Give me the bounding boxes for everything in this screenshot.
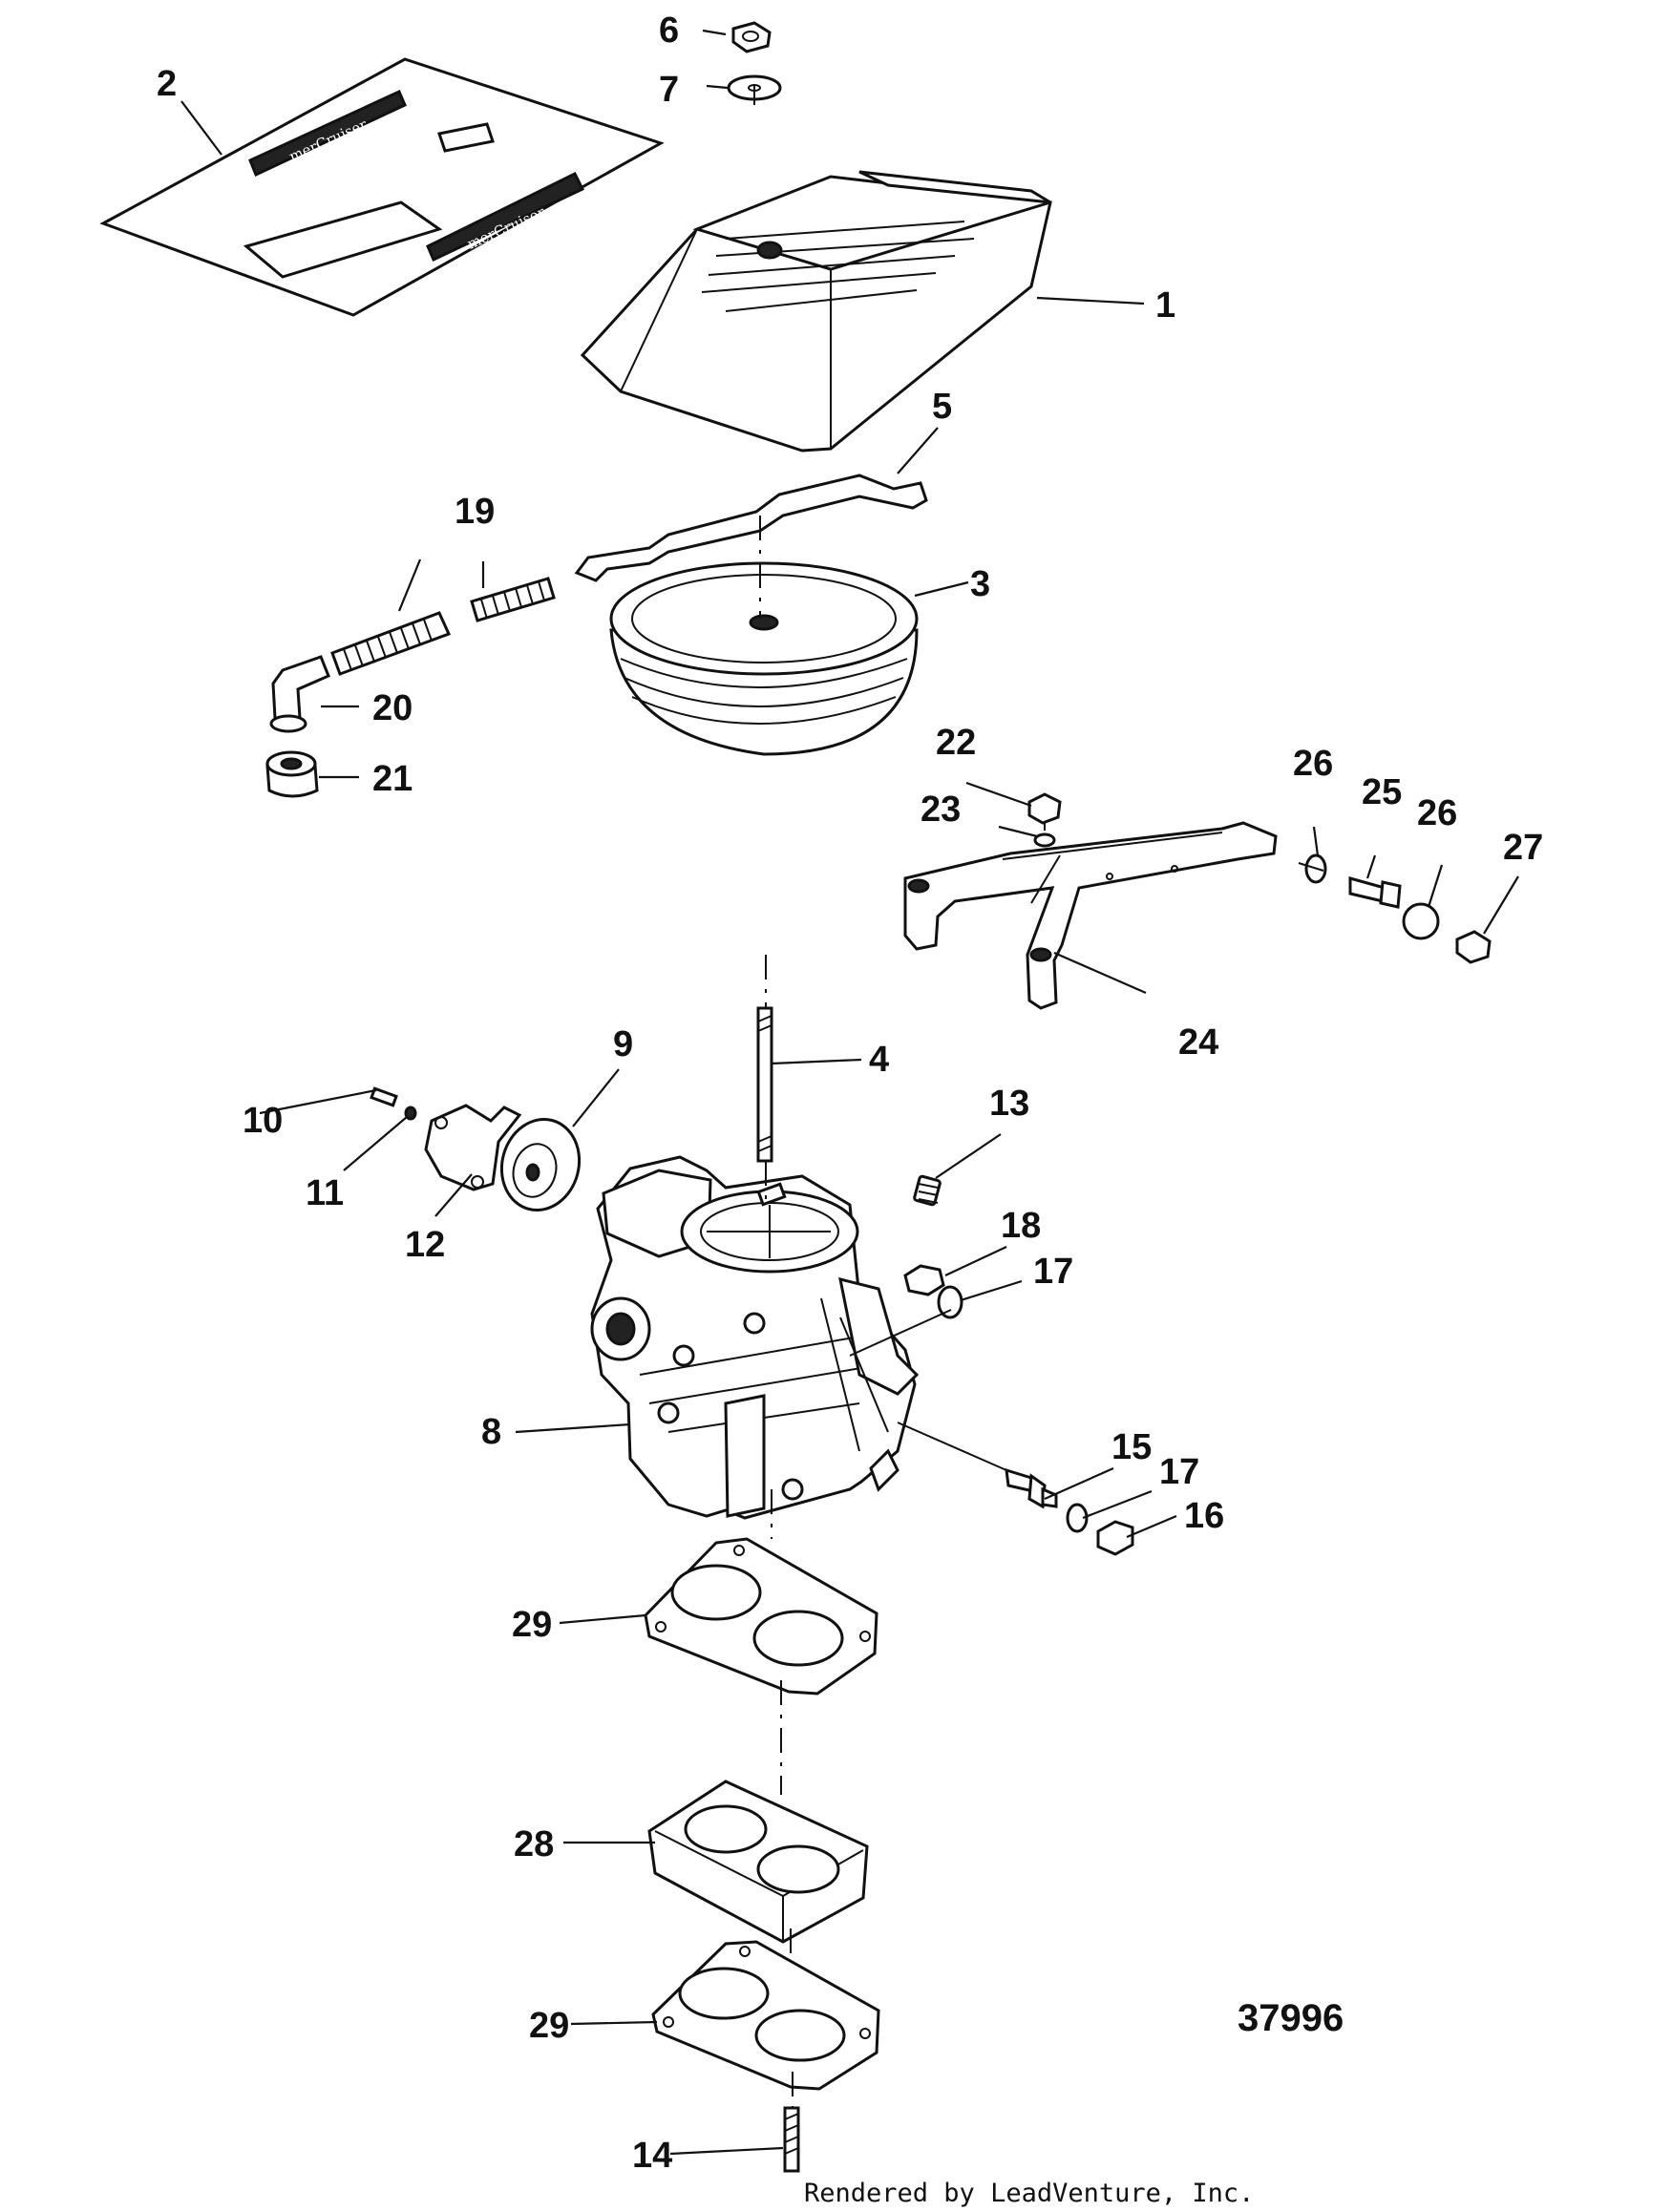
assembly-centerlines: [753, 84, 1324, 2108]
callout-16: 16: [1184, 1496, 1224, 1536]
vent-hoses: [330, 577, 556, 676]
callout-25: 25: [1362, 772, 1402, 812]
lower-nut: [1096, 1520, 1134, 1556]
callout-10: 10: [243, 1101, 283, 1141]
callout-28: 28: [514, 1824, 554, 1864]
callout-17b: 17: [1159, 1452, 1199, 1492]
callout-12: 12: [405, 1225, 445, 1265]
lower-stud: [783, 2106, 800, 2173]
callout-20: 20: [372, 688, 413, 728]
choke-diaphragm: [499, 1117, 582, 1212]
callout-27: 27: [1503, 828, 1543, 868]
choke-bracket: [424, 1104, 522, 1191]
callout-11: 11: [306, 1173, 344, 1213]
callout-26b: 26: [1417, 793, 1457, 833]
flame-arrestor: [609, 561, 919, 756]
callout-24: 24: [1178, 1022, 1218, 1063]
elbow-fitting: [269, 655, 330, 733]
callout-13: 13: [989, 1084, 1029, 1124]
callout-14: 14: [632, 2136, 672, 2176]
callout-23: 23: [921, 790, 961, 830]
lower-washer: [1066, 1503, 1089, 1533]
upper-gasket: [644, 1537, 878, 1696]
ball-stud-nut: [1455, 930, 1492, 964]
flame-arrestor-cover: [580, 170, 1052, 453]
callout-4: 4: [869, 1040, 889, 1080]
callout-5: 5: [932, 387, 952, 427]
callout-19: 19: [455, 492, 495, 532]
upper-nut: [903, 1264, 945, 1296]
callout-9: 9: [613, 1024, 633, 1064]
callout-21: 21: [372, 759, 413, 799]
cover-nut: [731, 21, 772, 53]
callout-2: 2: [157, 64, 177, 104]
setscrew: [913, 1174, 942, 1207]
choke-lockwasher: [404, 1106, 417, 1121]
callout-17a: 17: [1033, 1252, 1073, 1292]
decal-sheet: merCruiser merCruiser: [99, 57, 665, 317]
throttle-bracket: [903, 821, 1278, 1010]
idle-screw: [756, 1182, 787, 1207]
diagram-number: 37996: [1238, 1997, 1344, 2039]
callout-15: 15: [1111, 1427, 1152, 1467]
callout-18: 18: [1001, 1206, 1041, 1246]
callouts: 6 7 1 2 5 3 19 20 21 22 23 24 26 25 26 2…: [157, 11, 1543, 2176]
render-credit: Rendered by LeadVenture, Inc.: [804, 2179, 1255, 2208]
ball-stud: [1348, 876, 1402, 909]
callout-7: 7: [659, 70, 679, 110]
bracket-nut: [1027, 792, 1062, 825]
callout-29b: 29: [529, 2006, 569, 2046]
leader-lines: [180, 29, 1519, 2156]
carburetor-spacer: [647, 1780, 869, 1944]
callout-22: 22: [936, 723, 976, 763]
flame-arrestor-bracket: [574, 474, 928, 582]
choke-screw: [370, 1086, 398, 1107]
ball-socket: [1402, 902, 1440, 940]
carburetor-stud: [756, 1006, 773, 1163]
callout-26a: 26: [1293, 744, 1333, 784]
callout-6: 6: [659, 11, 679, 51]
callout-3: 3: [970, 564, 990, 604]
carburetor: [590, 1155, 920, 1520]
lower-gasket: [651, 1940, 880, 2091]
callout-29a: 29: [512, 1605, 552, 1645]
callout-1: 1: [1155, 285, 1175, 326]
bracket-washer: [1033, 832, 1056, 848]
grommet: [265, 750, 319, 798]
throttle-stud: [1005, 1467, 1058, 1509]
upper-washer: [937, 1285, 963, 1319]
callout-8: 8: [481, 1412, 501, 1452]
